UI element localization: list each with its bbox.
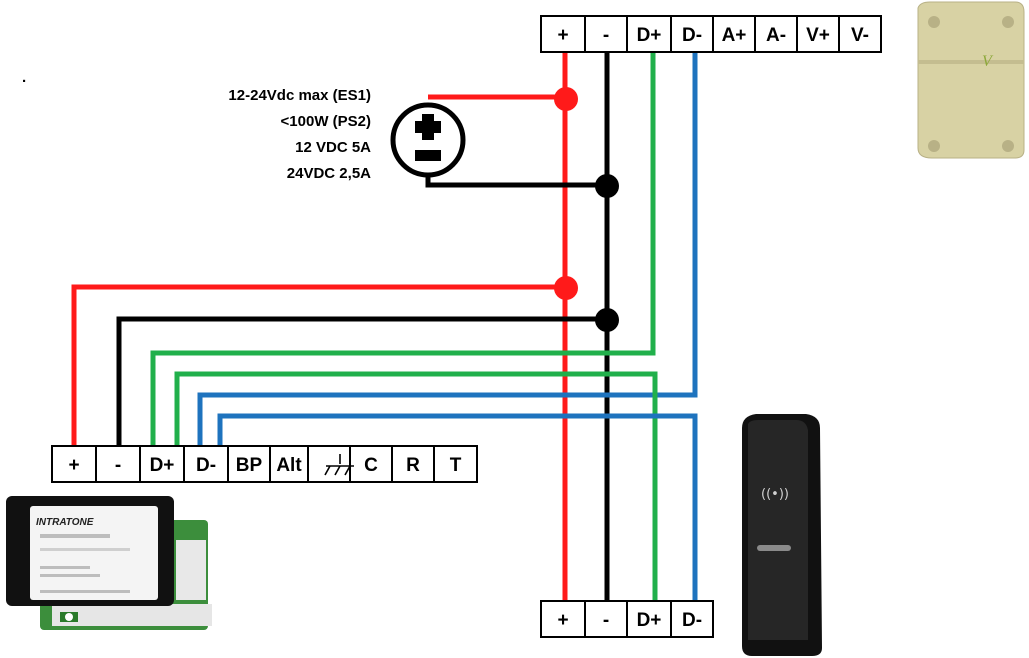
- wire-central-negative: [116, 316, 607, 446]
- terminal-label: R: [406, 455, 420, 476]
- terminal-block-top: + - D+ D- A+ A- V+ V-: [540, 15, 882, 53]
- terminal-label: -: [603, 610, 609, 631]
- junction-negative-central: [595, 308, 619, 332]
- wire-dplus-bottom: [174, 371, 658, 601]
- terminal-label: D+: [637, 25, 662, 46]
- terminal-label: +: [68, 455, 79, 476]
- terminal-label: +: [557, 25, 568, 46]
- psu-spec-line-2: <100W (PS2): [281, 113, 371, 130]
- terminal-label: +: [557, 610, 568, 631]
- tb-top-frame: [540, 15, 882, 53]
- terminal-block-bottom: + - D+ D-: [540, 600, 714, 638]
- terminal-label: D-: [196, 455, 216, 476]
- terminal-label: V-: [851, 25, 869, 46]
- svg-text:V: V: [982, 53, 994, 70]
- psu-spec-line-1: 12-24Vdc max (ES1): [228, 87, 371, 104]
- power-supply: 12-24Vdc max (ES1) <100W (PS2) 12 VDC 5A…: [228, 87, 466, 182]
- wire-dminus-bottom: [217, 413, 698, 601]
- terminal-label: BP: [236, 455, 263, 476]
- rfid-reader-icon: ((•)): [742, 414, 822, 656]
- junction-negative-psu: [595, 174, 619, 198]
- terminal-label: -: [603, 25, 609, 46]
- terminal-label: V+: [806, 25, 830, 46]
- tb-left-frame: [51, 445, 478, 483]
- terminal-label: C: [364, 455, 378, 476]
- wires: [71, 52, 698, 601]
- terminal-label: D+: [637, 610, 662, 631]
- terminal-label: T: [450, 455, 462, 476]
- psu-spec-line-4: 24VDC 2,5A: [287, 165, 371, 182]
- wire-dplus-top: [150, 52, 656, 446]
- terminal-label: -: [115, 455, 121, 476]
- junction-positive-central: [554, 276, 578, 300]
- terminal-label: A+: [722, 25, 747, 46]
- intratone-central-module-icon: INTRATONE: [6, 496, 212, 630]
- ground-icon: [324, 454, 354, 476]
- terminal-label: A-: [766, 25, 786, 46]
- terminal-label: D-: [682, 610, 702, 631]
- wire-central-positive: [71, 284, 565, 446]
- dc-power-supply-icon: [390, 102, 466, 178]
- terminal-label: D-: [682, 25, 702, 46]
- wall-module-icon: V: [917, 1, 1025, 159]
- reader-contactless-symbol: ((•)): [761, 487, 789, 502]
- central-brand-label: INTRATONE: [36, 517, 94, 528]
- wire-dminus-top: [197, 52, 698, 446]
- stray-mark: .: [22, 69, 26, 86]
- junction-positive-psu: [554, 87, 578, 111]
- terminal-block-left: + - D+ D- BP Alt C R T: [51, 445, 478, 483]
- terminal-label: Alt: [276, 455, 302, 476]
- terminal-label: D+: [150, 455, 175, 476]
- psu-spec-line-3: 12 VDC 5A: [295, 139, 371, 156]
